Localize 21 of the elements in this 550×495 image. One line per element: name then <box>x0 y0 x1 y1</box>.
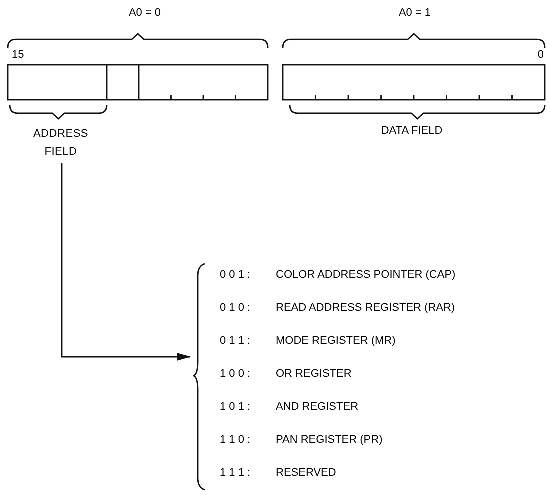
field-label: 0 <box>536 48 544 62</box>
bit-code: 1 0 1 : <box>220 400 251 415</box>
field-label: 15 <box>12 48 26 62</box>
register-name: MODE REGISTER (MR) <box>276 334 396 349</box>
field-label: ADDRESS FIELD <box>22 125 100 161</box>
register-name: COLOR ADDRESS POINTER (CAP) <box>276 268 456 283</box>
bit-code: 0 0 1 : <box>220 268 251 283</box>
bit-code: 0 1 0 : <box>220 301 251 316</box>
register-name: PAN REGISTER (PR) <box>276 433 383 448</box>
bit-code: 1 0 0 : <box>220 367 251 382</box>
field-label: DATA FIELD <box>380 124 444 138</box>
bit-code: 1 1 0 : <box>220 433 251 448</box>
field-label: A0 = 0 <box>128 6 162 20</box>
field-label: A0 = 1 <box>398 6 432 20</box>
bit-code: 1 1 1 : <box>220 466 251 481</box>
register-name: AND REGISTER <box>276 400 359 415</box>
register-name: READ ADDRESS REGISTER (RAR) <box>276 301 456 316</box>
register-name: OR REGISTER <box>276 367 352 382</box>
arrow <box>61 163 191 361</box>
bit-code: 0 1 1 : <box>220 334 251 349</box>
register-name: RESERVED <box>276 466 336 481</box>
